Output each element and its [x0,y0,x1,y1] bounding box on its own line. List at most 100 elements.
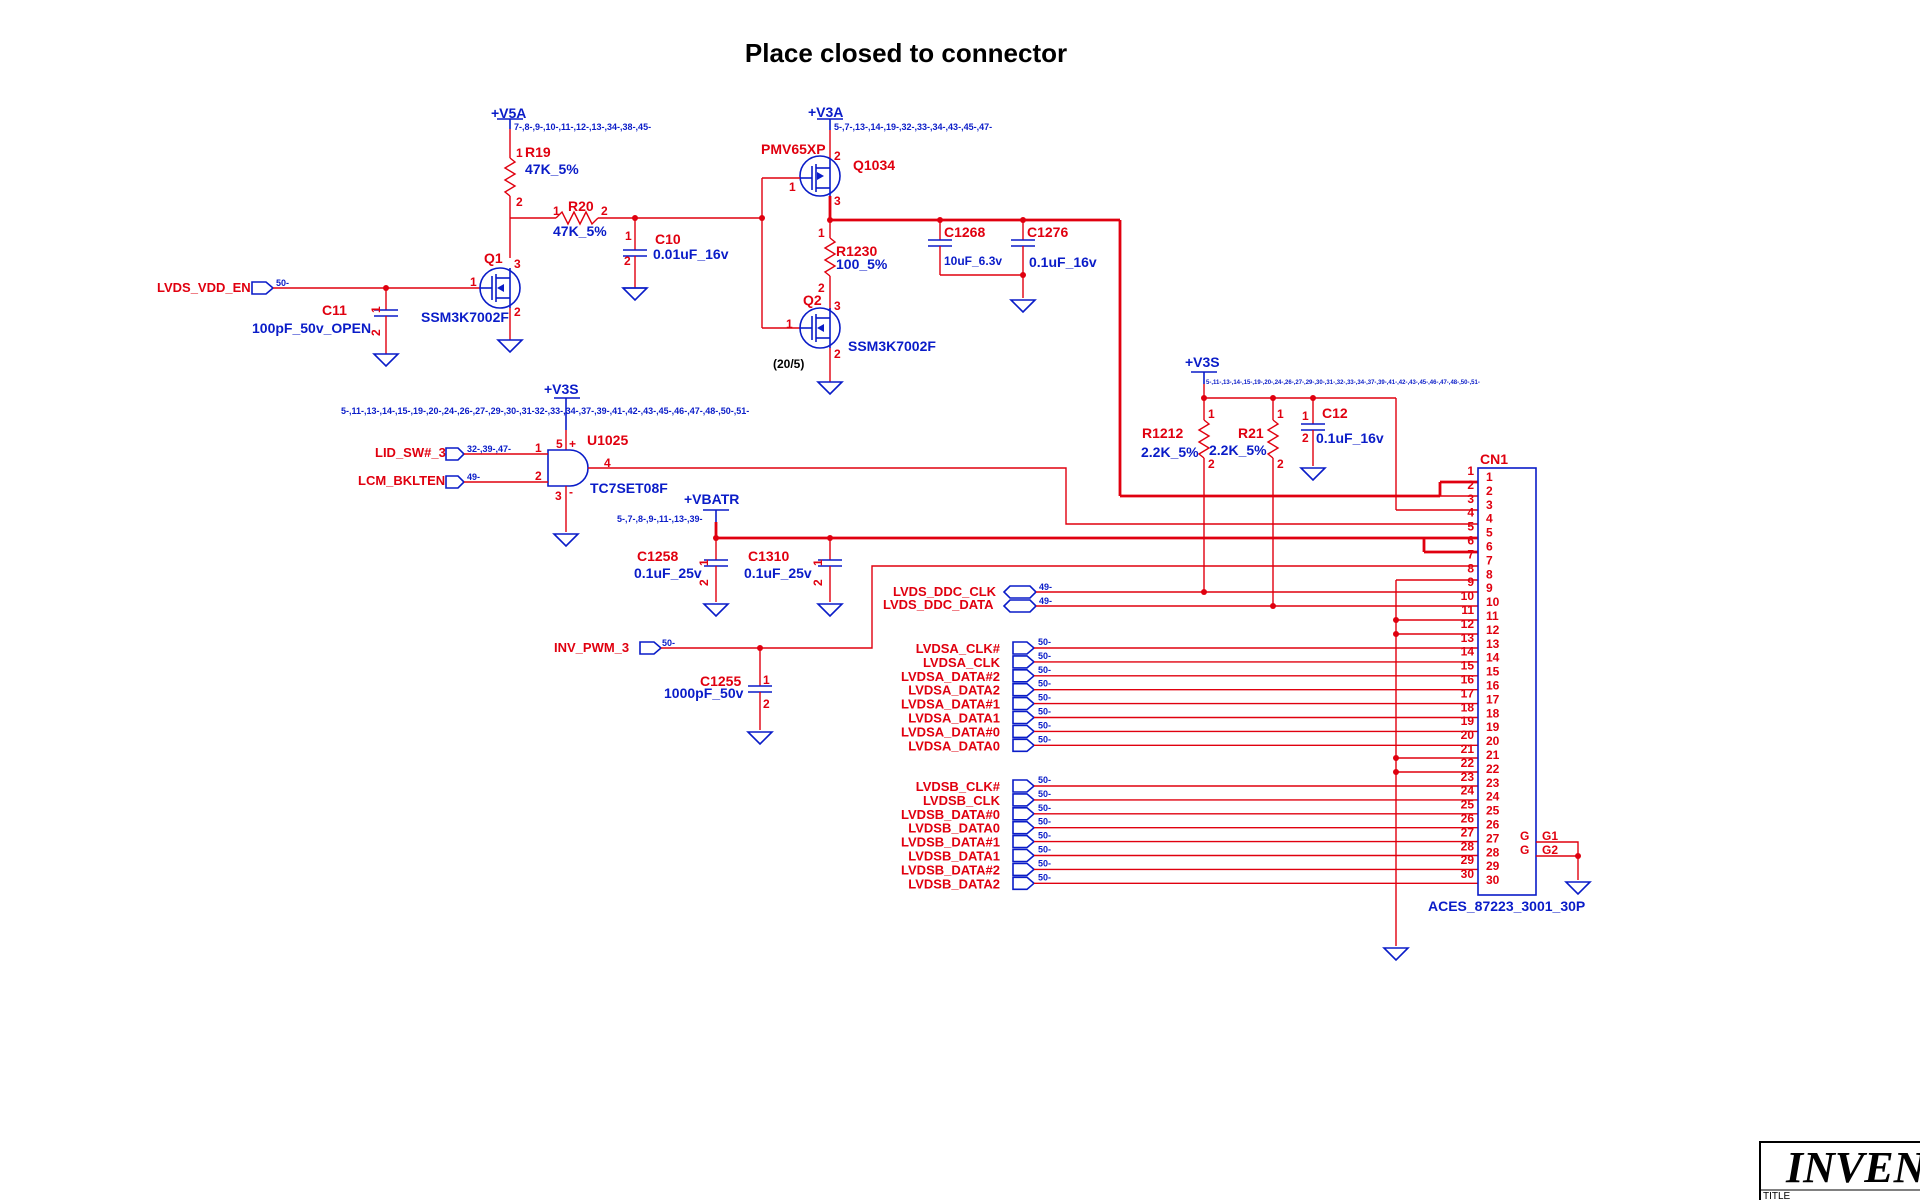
svg-text:LVDS_DDC_DATA: LVDS_DDC_DATA [883,597,994,612]
lvds-signal-label: LVDSB_CLK# [916,779,1001,794]
cn1-pin-outer-23: 23 [1461,770,1475,784]
ground-symbol [746,731,774,746]
v3s-rail-u1025: +V3S 5-,11-,13-,14-,15-,19-,20-,24-,26-,… [341,381,749,430]
svg-text:INV_PWM_3: INV_PWM_3 [554,640,629,655]
cn1-pin-inner-24: 24 [1486,790,1500,804]
svg-text:2: 2 [624,254,631,268]
cn1-pin-inner-5: 5 [1486,526,1493,540]
cn1-pin-inner-2: 2 [1486,484,1493,498]
lvds-signal-label: LVDSA_CLK [923,655,1001,670]
lvds-signal-label: LVDSB_DATA#2 [901,862,1000,877]
port-symbol [1012,876,1036,891]
svg-text:Q1034: Q1034 [853,157,895,173]
svg-text:C11: C11 [322,302,347,318]
lvds-signal-label: LVDSA_DATA#1 [901,697,1000,712]
vbatr-rail: +VBATR 5-,7-,8-,9-,11-,13-,39- [617,491,739,524]
svg-text:Q1: Q1 [484,250,503,266]
net-inv-pwm: INV_PWM_3 50- [554,638,675,655]
svg-text:C1255: C1255 [700,673,741,689]
port-symbol [1012,793,1036,807]
svg-text:2: 2 [818,281,825,295]
lvds-signal-ref: 50- [1038,665,1051,675]
lvds-signal-label: LVDSA_DATA1 [908,711,1000,726]
svg-text:3: 3 [834,299,841,313]
cn1-pin-inner-3: 3 [1486,498,1493,512]
svg-text:R20: R20 [568,198,594,214]
cn1-pin-outer-25: 25 [1461,798,1475,812]
lvds-signal-ref: 50- [1038,872,1051,882]
lvds-signal-label: LVDSB_DATA0 [908,821,1000,836]
lvds-signal-ref: 50- [1038,858,1051,868]
cn1-pin-inner-20: 20 [1486,734,1500,748]
svg-text:TC7SET08F: TC7SET08F [590,480,668,496]
cn1-pin-inner-23: 23 [1486,776,1500,790]
c12-capacitor: 1 2 C12 0.1uF_16v [1301,398,1384,466]
svg-text:R1230: R1230 [836,243,877,259]
lvds-signal-label: LVDSA_DATA0 [908,738,1000,753]
svg-text:+VBATR: +VBATR [684,491,739,507]
ground-symbol [1299,467,1327,482]
cn1-pin-inner-18: 18 [1486,706,1500,720]
cn1-pin-inner-25: 25 [1486,804,1500,818]
svg-text:0.1uF_16v: 0.1uF_16v [1029,254,1097,270]
cn1-pin-inner-27: 27 [1486,831,1500,845]
svg-text:R1212: R1212 [1142,425,1183,441]
svg-text:2: 2 [834,347,841,361]
svg-text:LID_SW#_3: LID_SW#_3 [375,445,446,460]
cn1-pin-inner-30: 30 [1486,873,1500,887]
u1025-and-gate: 5 + 1 2 3 - 4 U1025 TC7SET08F [535,432,668,503]
svg-text:10uF_6.3v: 10uF_6.3v [944,254,1002,268]
svg-text:+V5A: +V5A [491,105,526,121]
svg-text:INVEN: INVEN [1785,1143,1920,1192]
svg-text:49-: 49- [1039,582,1052,592]
svg-text:5-,11-,13-,14-,15-,19-,20-,24-: 5-,11-,13-,14-,15-,19-,20-,24-,26-,27-,2… [341,406,749,416]
cn1-pin-outer-27: 27 [1461,825,1475,839]
svg-text:1: 1 [1277,407,1284,421]
cn1-pin-outer-4: 4 [1467,506,1474,520]
svg-text:1: 1 [786,317,793,331]
svg-text:+V3S: +V3S [544,381,579,397]
cn1-pin-outer-17: 17 [1461,686,1475,700]
port-symbol [1012,862,1036,877]
svg-text:ACES_87223_3001_30P: ACES_87223_3001_30P [1428,898,1585,914]
lvds-signal-ref: 50- [1038,831,1051,841]
port-symbol [1012,641,1036,655]
cn1-pin-outer-16: 16 [1461,673,1475,687]
port-symbol [1012,806,1036,821]
svg-text:49-: 49- [467,472,480,482]
cn1-pin-outer-19: 19 [1461,714,1475,728]
svg-text:C1276: C1276 [1027,224,1068,240]
net-lcm-bklten: LCM_BKLTEN 49- [358,472,480,489]
svg-text:2.2K_5%: 2.2K_5% [1141,444,1199,460]
cn1-pin-outer-9: 9 [1467,575,1474,589]
svg-text:1: 1 [818,226,825,240]
ground-symbol [372,353,400,368]
lvds-signal-ref: 50- [1038,679,1051,689]
net-lvds-vdd-en: LVDS_VDD_EN 50- [157,278,289,295]
cn1-pin-inner-26: 26 [1486,818,1500,832]
lvds-signal-ref: 50- [1038,720,1051,730]
svg-text:50-: 50- [662,638,675,648]
cn1-pin-inner-9: 9 [1486,581,1493,595]
q1034-mosfet: 2 1 3 PMV65XP Q1034 [761,141,895,208]
svg-text:SSM3K7002F: SSM3K7002F [848,338,936,354]
svg-text:(20/5): (20/5) [773,357,804,371]
svg-text:U1025: U1025 [587,432,628,448]
cn1-pin-outer-2: 2 [1467,478,1474,492]
svg-text:G1: G1 [1542,829,1558,843]
lvds-signal-label: LVDSA_CLK# [916,641,1001,656]
svg-text:1: 1 [811,559,825,566]
svg-text:3: 3 [555,489,562,503]
port-symbol [1012,820,1036,835]
svg-text:+V3A: +V3A [808,104,843,120]
cn1-pin-outer-20: 20 [1461,728,1475,742]
svg-text:47K_5%: 47K_5% [525,161,579,177]
svg-text:5-,7-,8-,9-,11-,13-,39-: 5-,7-,8-,9-,11-,13-,39- [617,514,703,524]
ground-symbol [496,339,524,354]
svg-text:G: G [1520,829,1529,843]
cn1-pin-outer-14: 14 [1461,645,1475,659]
svg-text:0.1uF_25v: 0.1uF_25v [744,565,812,581]
svg-text:1: 1 [1208,407,1215,421]
